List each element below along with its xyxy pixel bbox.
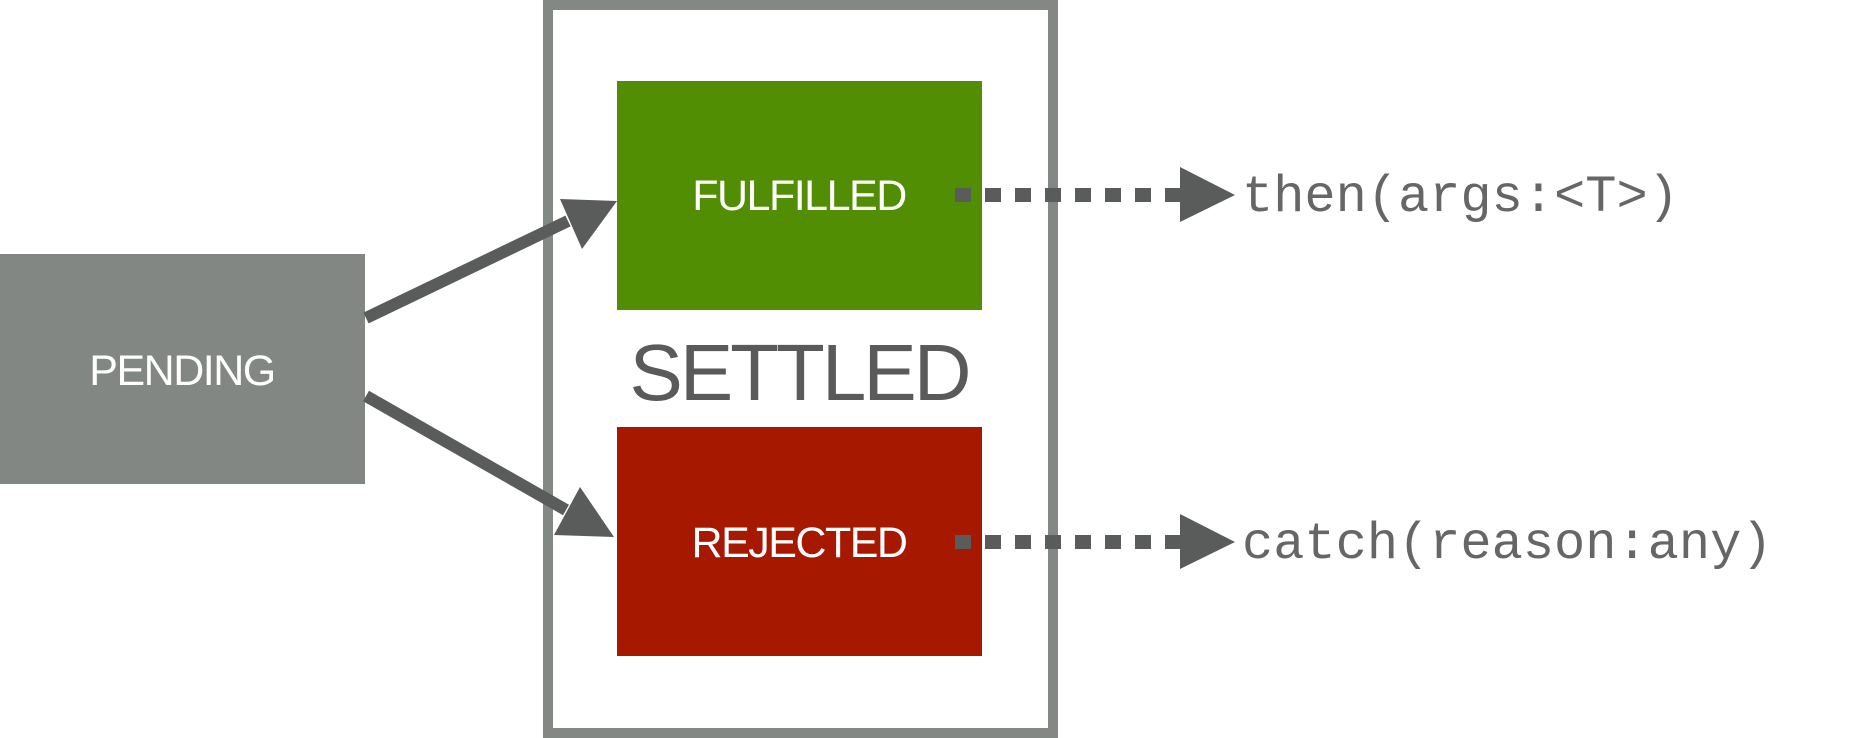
- fulfilled-box: [617, 81, 982, 310]
- arrowhead-icon: [1180, 167, 1235, 222]
- pending-to-fulfilled-arrow: [363, 199, 617, 324]
- pending-node: PENDING: [0, 254, 365, 484]
- fulfilled-label: FULFILLED: [692, 172, 906, 220]
- arrowhead-icon: [1180, 514, 1235, 569]
- solid-arrow-icon: [363, 215, 571, 324]
- settled-label: SETTLED: [629, 328, 968, 417]
- rejected-node: REJECTED: [617, 427, 982, 656]
- pending-label: PENDING: [89, 347, 274, 395]
- fulfilled-to-then-arrow: [955, 167, 1235, 222]
- catch-handler-label: catch(reason:any): [1242, 515, 1773, 574]
- then-handler-label: then(args:<T>): [1242, 168, 1679, 227]
- pending-box: [0, 254, 365, 484]
- arrowhead-icon: [560, 199, 617, 249]
- pending-to-rejected-arrow: [363, 390, 614, 537]
- rejected-label: REJECTED: [692, 519, 907, 567]
- arrowhead-icon: [554, 487, 614, 537]
- fulfilled-node: FULFILLED: [617, 81, 982, 310]
- solid-arrow-icon: [363, 390, 569, 516]
- rejected-box: [617, 427, 982, 656]
- rejected-to-catch-arrow: [955, 514, 1235, 569]
